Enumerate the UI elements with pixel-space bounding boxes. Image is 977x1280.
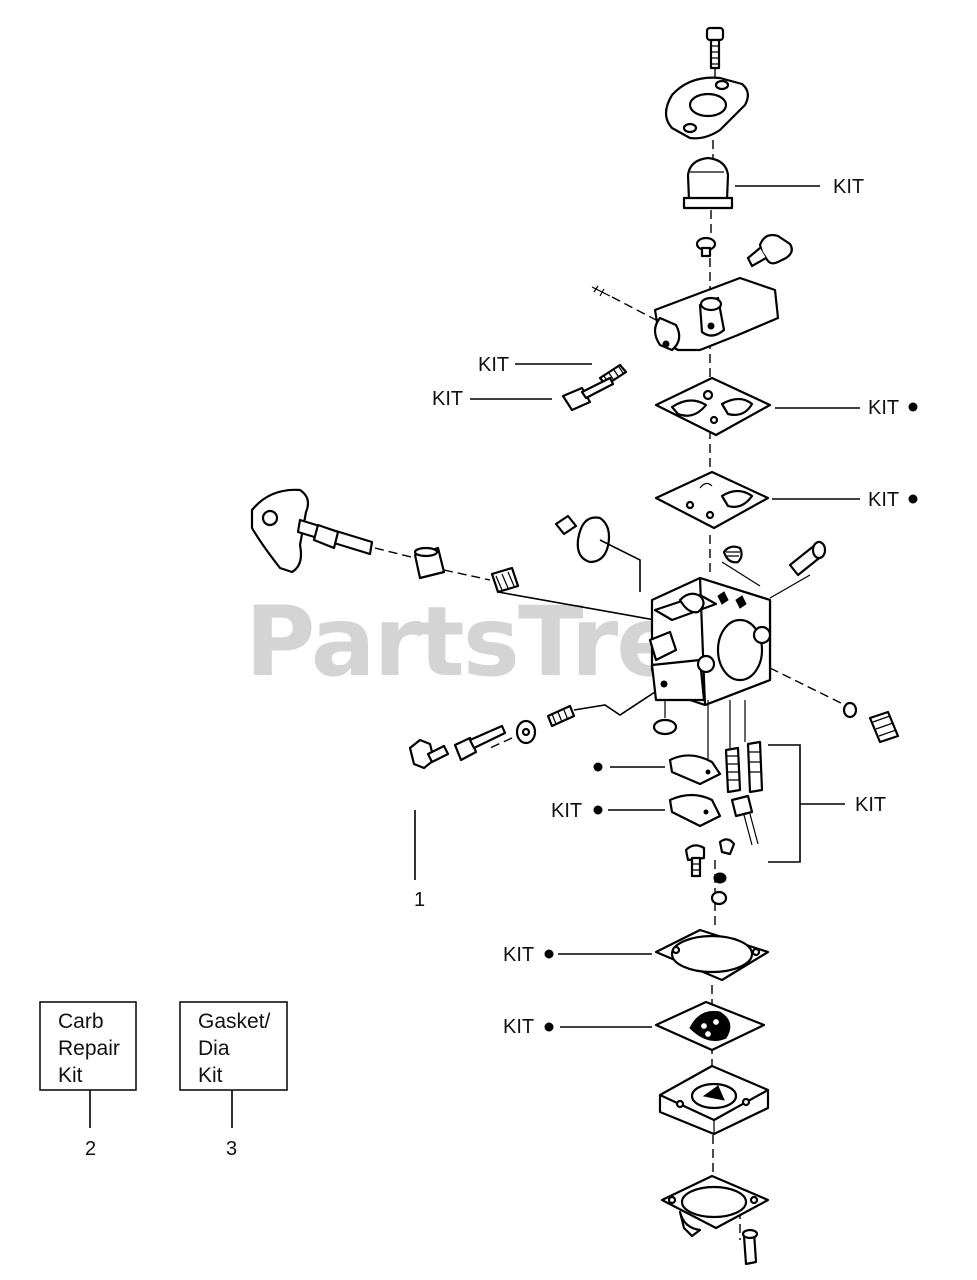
throttle-disc-part xyxy=(576,516,611,564)
center-axis-line xyxy=(709,55,716,575)
kit-label-needle-group: KIT xyxy=(855,794,886,816)
kit-bracket xyxy=(768,744,801,863)
upper-screw-part xyxy=(561,376,615,412)
dash-line xyxy=(769,667,846,706)
kit-box-line: Gasket/ xyxy=(198,1010,271,1033)
bullet-dot xyxy=(593,762,603,772)
o-ring-part xyxy=(713,872,727,884)
lower-screw-part xyxy=(684,844,706,878)
kit-box-number: 2 xyxy=(85,1138,96,1160)
kit-label-lower-gasket-2: KIT xyxy=(503,1016,534,1038)
kit-label-upper-gasket-1: KIT xyxy=(868,397,899,419)
washer-part xyxy=(515,719,537,745)
kit-label-primer-bulb: KIT xyxy=(833,176,864,198)
idle-spring-part xyxy=(546,704,576,728)
kit-box-line: Kit xyxy=(58,1064,83,1087)
throttle-lever-part xyxy=(250,488,374,574)
small-plug-part xyxy=(554,514,578,536)
inlet-screen-part xyxy=(652,700,678,736)
nozzle-part xyxy=(722,545,743,564)
pump-body-part xyxy=(653,276,780,352)
kit-label-metering-lever: KIT xyxy=(551,800,582,822)
bullet-dot xyxy=(544,1022,554,1032)
mixture-needle-part xyxy=(453,724,507,762)
kit-box-line: Repair xyxy=(58,1037,120,1060)
kit-label-upper-screw: KIT xyxy=(432,388,463,410)
kit-label-upper-spring: KIT xyxy=(478,354,509,376)
kit-box-line: Carb xyxy=(58,1010,104,1033)
elbow-fitting-part xyxy=(746,233,793,268)
lower-gasket-2-part xyxy=(654,1000,766,1052)
leader-line xyxy=(599,539,641,592)
ref-number-1: 1 xyxy=(414,889,425,911)
dash-line xyxy=(374,547,416,559)
washer-lower-part xyxy=(710,890,728,906)
adjustment-screw-part-1 xyxy=(408,738,450,770)
bullet-dot xyxy=(593,805,603,815)
metering-cover-part xyxy=(658,1064,770,1136)
metering-lever-1-part xyxy=(668,754,722,786)
kit-box-line: Dia xyxy=(198,1037,230,1060)
needle-spring-group-part xyxy=(707,700,764,856)
leader-line xyxy=(573,691,656,716)
kit-box-gasket-dia: Gasket/ Dia Kit 3 xyxy=(179,1001,288,1160)
bullet-dot xyxy=(908,494,918,504)
bottom-screw-part xyxy=(741,1228,759,1266)
lever-spring-part xyxy=(490,566,520,594)
right-plug-part xyxy=(842,701,900,744)
lower-gasket-1-part xyxy=(654,928,770,982)
metering-lever-2-part xyxy=(668,793,722,828)
kit-label-upper-gasket-2: KIT xyxy=(868,489,899,511)
small-screw-part xyxy=(591,285,611,297)
dash-line xyxy=(489,737,513,749)
kit-box-line: Kit xyxy=(198,1064,223,1087)
kit-label-lower-gasket-1: KIT xyxy=(503,944,534,966)
upper-gasket-1-part xyxy=(654,376,772,437)
dash-line xyxy=(611,296,661,323)
top-screw-part xyxy=(705,26,725,70)
inlet-tube-part xyxy=(788,540,827,577)
check-valve-part xyxy=(695,236,717,258)
bullet-dot xyxy=(908,402,918,412)
upper-gasket-2-part xyxy=(654,470,770,530)
carburetor-body-part xyxy=(648,561,811,707)
kit-box-carb-repair: Carb Repair Kit 2 xyxy=(39,1001,137,1160)
bottom-cover-part xyxy=(660,1174,770,1238)
dash-line xyxy=(443,569,491,581)
kit-box-number: 3 xyxy=(226,1138,237,1160)
top-cover-part xyxy=(664,76,749,140)
leader-line xyxy=(497,591,656,621)
primer-bulb-part xyxy=(682,156,734,210)
bushing-part xyxy=(413,546,446,580)
bullet-dot xyxy=(544,949,554,959)
